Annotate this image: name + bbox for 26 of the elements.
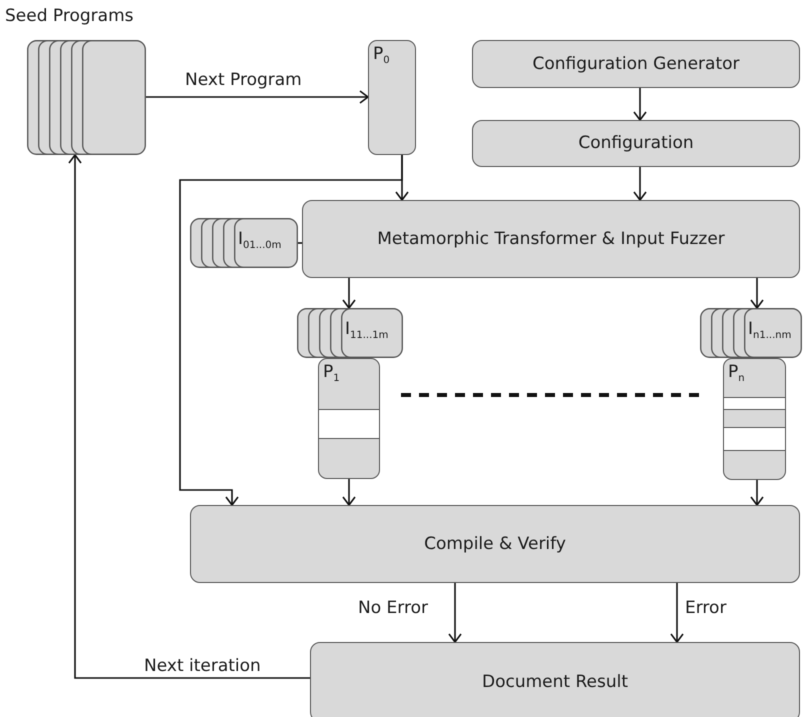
process-box: Metamorphic Transformer & Input Fuzzer	[302, 200, 800, 278]
process-box: Compile & Verify	[190, 505, 800, 583]
arrow	[146, 90, 369, 104]
process-box: Document Result	[310, 642, 800, 717]
arrow	[633, 88, 647, 121]
arrow	[750, 278, 764, 309]
arrow	[342, 278, 356, 309]
input-label: I$_{01...0m}$	[238, 229, 282, 251]
arrow	[448, 583, 462, 643]
program-label: P$_{0}$	[373, 44, 390, 66]
process-box: Configuration	[472, 120, 800, 167]
arrow	[670, 583, 684, 643]
arrow	[68, 154, 310, 679]
process-box: Configuration Generator	[472, 40, 800, 88]
program-label: P$_{n}$	[728, 362, 745, 384]
program-box	[318, 358, 380, 479]
input-label: I$_{11...1m}$	[345, 319, 388, 341]
arrow	[750, 480, 764, 506]
input-label: I$_{n1...nm}$	[748, 319, 792, 341]
program-box	[368, 40, 416, 155]
arrow	[342, 479, 356, 506]
heading: Seed Programs	[5, 6, 134, 26]
arrow	[179, 155, 403, 506]
program-box	[723, 358, 786, 480]
arrow	[633, 167, 647, 201]
program-label: P$_{1}$	[323, 362, 340, 384]
